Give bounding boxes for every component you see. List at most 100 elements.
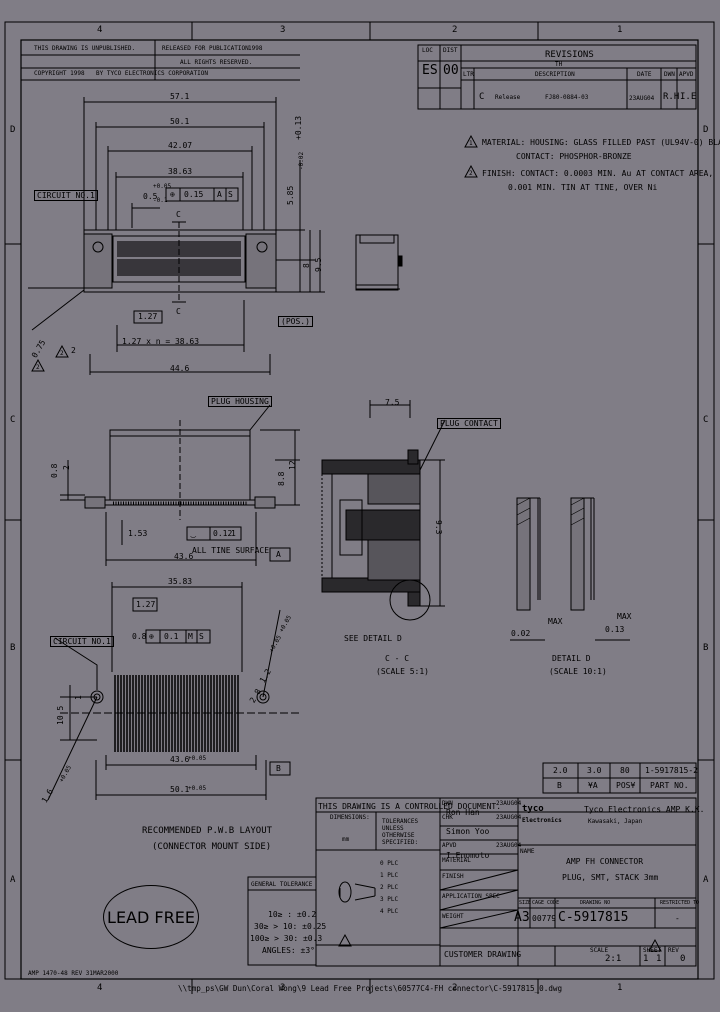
plug-contact-label: PLUG CONTACT	[437, 418, 501, 429]
company-city: Kawasaki, Japan	[588, 818, 643, 825]
position-symbol: ⊕	[170, 190, 175, 199]
tolerance-line-2: 30≥ > 10: ±0.25	[254, 922, 327, 931]
detail-d-scale: (SCALE 10:1)	[549, 667, 607, 676]
zone-row-c-right: C	[703, 415, 709, 425]
pcb-dim-0-8: 0.8	[132, 632, 147, 641]
pcb-layout-caption: RECOMMENDED P.W.B LAYOUT	[142, 826, 273, 836]
zone-row-c: C	[10, 415, 16, 425]
dim-2-side: 2	[62, 465, 71, 470]
dim-42-07: 42.07	[168, 141, 193, 150]
zone-col-1: 1	[617, 25, 623, 35]
dwn-name: Ron Han	[446, 808, 480, 817]
tyco-logo-sub: Electronics	[522, 817, 562, 824]
application-spec: APPLICATION SPEC	[442, 893, 500, 900]
datum-a-box: A	[276, 550, 281, 559]
detail-d-title: DETAIL D	[552, 654, 591, 663]
loc-value: ES	[422, 63, 438, 78]
apvd-date: 23AUG04	[496, 842, 522, 849]
zone-col-4: 4	[97, 25, 103, 35]
flatness-symbol: ⏡	[190, 529, 197, 538]
plc-line-4: 4 PLC	[380, 908, 399, 915]
datum-a: A	[217, 190, 222, 199]
sheet-of: 1	[656, 954, 662, 964]
rev-date: 23AUG04	[629, 95, 655, 102]
customer-drawing: CUSTOMER DRAWING	[444, 950, 522, 959]
dim-minus-0-1: -0.1	[153, 197, 168, 204]
file-path: \\tmp_ps\GW Dun\Coral Wong\9 Lead Free P…	[178, 984, 563, 993]
tolerance-line-4: ANGLES: ±3°	[262, 946, 315, 955]
restricted-label: RESTRICTED TO	[660, 900, 700, 906]
rev-label: REV	[668, 947, 679, 954]
rev-header-date: DATE	[637, 71, 652, 78]
part-table-pos-value: 80	[620, 766, 630, 775]
dim-0-5: 0.5	[143, 192, 158, 201]
detail-d-dim-0-13: 0.13	[605, 625, 625, 634]
dim-minus-0-02: -0.02	[298, 151, 305, 170]
dim-1-27: 1.27	[138, 312, 158, 321]
rev-apvd: I.E	[680, 92, 697, 102]
part-name-2: PLUG, SMT, STACK 3mm	[562, 873, 659, 882]
note-1: MATERIAL: HOUSING: GLASS FILLED PAST (UL…	[482, 138, 720, 147]
dim-8: 8	[302, 263, 311, 268]
rev-dwn: R.H	[663, 92, 680, 102]
dim-9-3: 9.3	[434, 520, 443, 535]
pcb-dim-0-1: 0.1	[164, 632, 179, 641]
pcb-position-symbol: ⊕	[149, 632, 154, 641]
plc-line-2: 2 PLC	[380, 884, 399, 891]
revisions-subtitle: TH	[555, 61, 563, 68]
dim-0-75-tri: 2	[36, 364, 40, 371]
released-year: 1998	[248, 45, 263, 52]
part-table-b-value: 2.0	[553, 766, 568, 775]
dim-8-8: 8.8	[277, 471, 286, 486]
pcb-dim-1: 1	[74, 695, 83, 700]
weight-label: WEIGHT	[442, 913, 464, 920]
scale-value: 2:1	[605, 954, 622, 964]
detail-d-max-1: MAX	[548, 617, 563, 626]
sheet-label: SHEET	[643, 947, 662, 954]
dist-label: DIST	[443, 47, 458, 54]
company-text: BY TYCO ELECTRONICS CORPORATION	[96, 70, 208, 77]
plug-housing-label: PLUG HOUSING	[208, 396, 272, 407]
dim-5-85: 5.85	[286, 185, 295, 205]
note-1b: CONTACT: PHOSPHOR-BRONZE	[516, 152, 632, 161]
dim-0-12: 0.12	[213, 529, 233, 538]
plc-line-0: 0 PLC	[380, 860, 399, 867]
zone-row-d: D	[10, 125, 16, 135]
pcb-dim-10-5: 10.5	[56, 705, 65, 725]
chk-name: Simon Yoo	[446, 827, 490, 836]
dim-12: 12	[288, 460, 297, 470]
pos-label: (POS.)	[278, 316, 313, 327]
rights-text: ALL RIGHTS RESERVED.	[180, 59, 253, 66]
dim-plus-0-05: +0.05	[153, 183, 172, 190]
zone-col-3: 3	[280, 25, 286, 35]
zone-row-d-right: D	[703, 125, 709, 135]
part-table-a-value: 3.0	[587, 766, 602, 775]
all-tine-surface: ALL TINE SURFACE	[192, 546, 270, 555]
form-number: AMP 1470-48 REV 31MAR2000	[28, 970, 119, 977]
drawing-number: C-5917815	[558, 910, 629, 925]
zone-col-2-bottom: 2	[452, 983, 458, 993]
dim-0-8: 0.8	[50, 463, 59, 478]
part-name-1: AMP FH CONNECTOR	[566, 857, 644, 866]
zone-col-4-bottom: 4	[97, 983, 103, 993]
rev-header-dwn: DWN	[664, 71, 675, 78]
cage-label: CAGE CODE	[532, 900, 560, 906]
dim-2: 2	[71, 346, 76, 355]
detail-d-dim-0-02: 0.02	[511, 629, 531, 638]
rev-description: FJ80-0884-03	[545, 94, 589, 101]
pcb-dim-35-83: 35.83	[168, 577, 193, 586]
note-1-number: 1	[469, 140, 473, 147]
general-tolerance-title: GENERAL TOLERANCE	[251, 881, 313, 888]
pcb-datum-m: M	[188, 632, 193, 641]
pcb-layout-caption-2: (CONNECTOR MOUNT SIDE)	[152, 842, 272, 852]
section-mark-c-bottom: C	[176, 307, 181, 316]
controlled-document: THIS DRAWING IS A CONTROLLED DOCUMENT.	[318, 802, 502, 811]
circuit-no1-label: CIRCUIT NO.1	[34, 190, 98, 201]
dimensions-value: mm	[342, 836, 350, 843]
tolerance-line-3: 100≥ > 30: ±0.3	[250, 934, 323, 943]
revisions-title: REVISIONS	[545, 50, 594, 60]
pcb-dim-1-27: 1.27	[136, 600, 156, 609]
dim-44-6: 44.6	[170, 364, 190, 373]
note-2: FINISH: CONTACT: 0.0003 MIN. Au AT CONTA…	[482, 169, 714, 178]
apvd-name: I.Enomoto	[446, 851, 490, 860]
